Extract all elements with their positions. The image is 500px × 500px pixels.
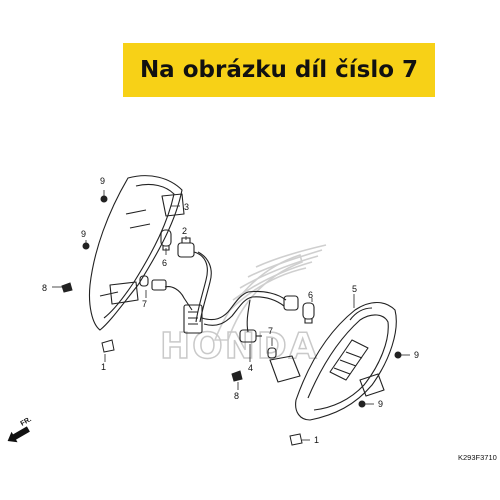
leader-lines: [52, 190, 410, 441]
callout-6: 6: [162, 258, 167, 268]
callout-6: 6: [308, 290, 313, 300]
callout-9: 9: [100, 176, 105, 186]
right-winker-housing: [269, 301, 397, 421]
callout-1: 1: [101, 362, 106, 372]
callout-7: 7: [268, 326, 273, 336]
bulb-7-left: [139, 275, 149, 287]
screw-fasteners: [61, 195, 402, 446]
callout-5: 5: [352, 284, 357, 294]
callout-9: 9: [378, 399, 383, 409]
diagram-code: K293F3710: [458, 453, 497, 462]
callout-4: 4: [248, 363, 253, 373]
callout-7: 7: [142, 299, 147, 309]
wire-harness: [151, 279, 299, 343]
callout-8: 8: [42, 283, 47, 293]
callout-1: 1: [314, 435, 319, 445]
banner-text: Na obrázku díl číslo 7: [139, 57, 419, 83]
bulb-7-right: [267, 347, 277, 359]
bulb-6-right: [302, 302, 315, 324]
callout-2: 2: [182, 226, 187, 236]
honda-watermark-text: HONDA: [160, 326, 319, 367]
front-direction-arrow-icon: [7, 426, 30, 443]
part-number-banner: Na obrázku díl číslo 7: [123, 43, 435, 97]
bulb-socket-upper: [177, 237, 212, 323]
callout-3: 3: [184, 202, 189, 212]
bulb-6-upper: [160, 229, 172, 251]
callout-8: 8: [234, 391, 239, 401]
direction-label: FR.: [20, 416, 33, 428]
left-winker-housing: [88, 175, 185, 331]
callout-9: 9: [81, 229, 86, 239]
callout-9: 9: [414, 350, 419, 360]
